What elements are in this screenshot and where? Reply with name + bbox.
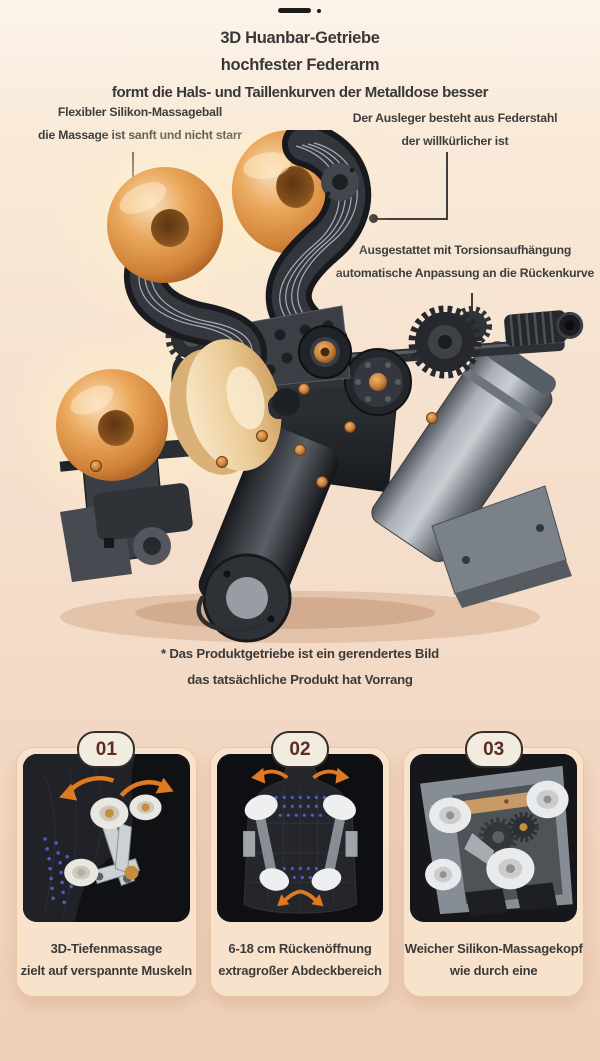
- title-line-2: hochfester Federarm: [220, 56, 380, 74]
- card-3-image: [410, 754, 578, 922]
- card-1-caption-line1: 3D-Tiefenmassage: [50, 941, 163, 956]
- massage-ball-top-left: [107, 167, 223, 283]
- leader-line-federstahl-horizontal: [374, 218, 448, 220]
- callout-federstahl: Der Ausleger besteht aus Federstahl der …: [335, 107, 575, 153]
- callout-torsion: Ausgestattet mit Torsionsaufhängung auto…: [330, 239, 600, 285]
- callout-massageball-line1: Flexibler Silikon-Massageball: [57, 105, 223, 119]
- gear-cluster: [408, 305, 584, 379]
- ground-shadow: [60, 591, 540, 643]
- divider-dot: [317, 9, 321, 13]
- callout-torsion-line1: Ausgestattet mit Torsionsaufhängung: [358, 243, 572, 257]
- disclaimer-line1: * Das Produktgetriebe ist ein gerenderte…: [160, 646, 440, 661]
- white-rollers: [244, 794, 356, 891]
- feature-cards: 01: [16, 731, 585, 997]
- card-2-image: [216, 754, 384, 922]
- white-donut-rollers: [425, 780, 569, 891]
- card-1-image: [23, 754, 190, 922]
- spring-arm-right: [265, 130, 372, 365]
- card-3-caption-line1: Weicher Silikon-Massagekopf: [404, 941, 583, 956]
- divider-dash: [278, 8, 311, 13]
- title-line-3: formt die Hals- und Taillenkurven der Me…: [111, 84, 489, 101]
- product-render-image: [7, 130, 584, 643]
- card-2-caption-line2: extragroßer Abdeckbereich: [218, 963, 382, 978]
- callout-federstahl-line2: der willkürlicher ist: [401, 134, 509, 148]
- feature-card-2: 02: [209, 731, 391, 997]
- card-3-number-badge: 03: [464, 731, 523, 768]
- card-2-caption-line1: 6-18 cm Rückenöffnung: [228, 941, 372, 956]
- power-wire: [196, 595, 267, 633]
- title-line-1: 3D Huanbar-Getriebe: [220, 29, 380, 47]
- card-2-number-badge: 02: [271, 731, 329, 768]
- card-3-caption-line2: wie durch eine: [449, 963, 538, 978]
- card-2-caption: 6-18 cm Rückenöffnung extragroßer Abdeck…: [211, 938, 390, 982]
- massage-ball-mid-left: [56, 369, 168, 481]
- card-3-caption: Weicher Silikon-Massagekopf wie durch ei…: [404, 938, 583, 982]
- card-1-caption-line2: zielt auf verspannte Muskeln: [20, 963, 193, 978]
- card-2-number: 02: [289, 738, 311, 760]
- white-rollers: [64, 794, 162, 887]
- callout-torsion-line2: automatische Anpassung an die Rückenkurv…: [335, 266, 595, 280]
- motor-dark: [198, 425, 339, 643]
- render-disclaimer: * Das Produktgetriebe ist ein gerenderte…: [0, 641, 600, 693]
- acupoint-grid: [274, 795, 326, 880]
- card-2-photo-back-coverage: [216, 754, 384, 922]
- flange-disc: [344, 348, 412, 416]
- callout-federstahl-line1: Der Ausleger besteht aus Federstahl: [352, 111, 558, 125]
- card-3-photo-silicone-heads: [410, 754, 578, 922]
- disclaimer-line2: das tatsächliche Produkt hat Vorrang: [187, 672, 413, 687]
- copper-bolts: [90, 383, 438, 488]
- card-3-number: 03: [483, 738, 505, 760]
- feature-card-1: 01: [16, 731, 197, 997]
- feature-card-3: 03: [403, 731, 585, 997]
- card-1-photo-neck-mechanism: [23, 754, 190, 922]
- side-rails: [242, 817, 358, 877]
- card-1-number-badge: 01: [77, 731, 136, 768]
- card-1-number: 01: [95, 738, 117, 760]
- leader-line-federstahl-vertical: [446, 152, 448, 220]
- center-joint: [298, 325, 352, 379]
- card-1-caption: 3D-Tiefenmassage zielt auf verspannte Mu…: [17, 938, 196, 982]
- page-title: 3D Huanbar-Getriebe hochfester Federarm …: [0, 25, 600, 106]
